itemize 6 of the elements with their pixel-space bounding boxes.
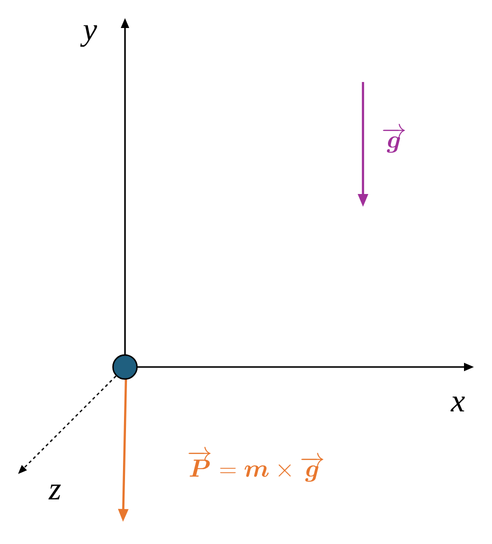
axis-label: x <box>450 396 465 412</box>
formula-label: $\overrightarrow{\boldsymbol{P}} = \boldsymbol{m}\times\overrightarrow{\boldsymbol{g}}$ <box>188 446 324 482</box>
mass-dot <box>112 354 138 380</box>
axis-label: y <box>80 25 98 47</box>
vector-label: $\overrightarrow{\boldsymbol{g}}$ <box>382 124 406 153</box>
axis-label: z <box>48 484 61 500</box>
